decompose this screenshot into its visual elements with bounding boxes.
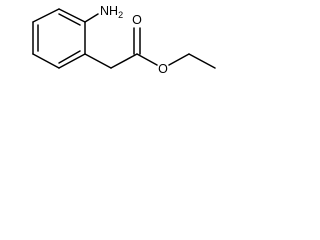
bond-carbonyl-to-ester-o [136, 53, 158, 66]
ring-bond-c4-c5 [58, 53, 86, 69]
ring-bond-c2-c3 [58, 8, 86, 23]
ring-bond-c1-c2 [32, 8, 60, 23]
bond-ethyl-ch2-to-ch3 [188, 53, 216, 69]
ester-oxygen-label: O [158, 62, 168, 76]
ring-inner-double-top [58, 13, 81, 26]
bond-ring-to-amine [84, 13, 99, 23]
carbonyl-oxygen-label: O [132, 13, 142, 27]
amine-label: NH2 [100, 4, 123, 20]
bond-ester-o-to-ch2 [168, 53, 190, 66]
benzene-ring [32, 8, 86, 69]
chemical-structure-diagram: NH2 O O [32, 4, 216, 76]
ring-bond-c5-c6 [32, 53, 60, 69]
amine-subscript: 2 [118, 10, 123, 20]
bond-ch2-to-carbonyl-c [110, 53, 138, 69]
ring-inner-double-bottom [58, 50, 81, 64]
bond-ring-to-ch2 [84, 53, 112, 69]
amine-nh-text: NH [100, 4, 118, 18]
